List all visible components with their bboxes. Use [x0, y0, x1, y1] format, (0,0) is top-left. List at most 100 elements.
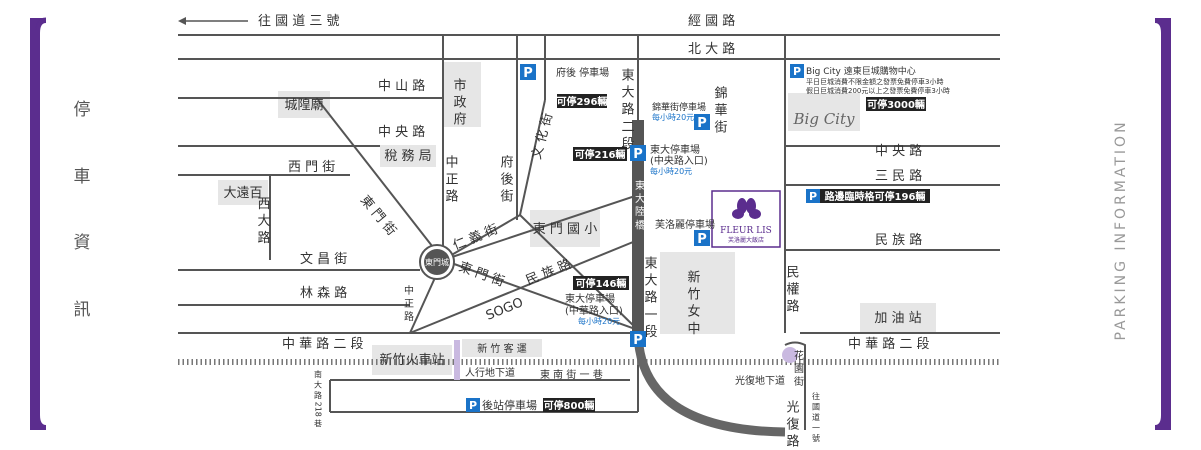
road-zhonghua-right: 中 華 路 二 段: [848, 336, 930, 352]
svg-text:P: P: [793, 65, 801, 78]
road-dongmen-lower: 東 門 街: [457, 259, 507, 290]
side-title-3: 資: [74, 233, 91, 253]
road-dongda-upper: 東 大 路 二 段: [619, 67, 635, 150]
to-sanchong-label: 往 國 道 三 號: [258, 14, 340, 29]
left-panel: 停 車 資 訊: [30, 18, 91, 430]
place-girls-school: 新 竹 女 中: [685, 269, 701, 334]
place-shuiwu: 稅 務 局: [384, 149, 431, 164]
road-ximen: 西 門 街: [288, 160, 335, 175]
road-sanmin: 三 民 路: [875, 168, 922, 184]
road-zhongzheng-upper: 中 正 路: [443, 155, 459, 203]
road-guangfu: 光 復 路: [784, 400, 800, 448]
dongda2-entry: (中華路入口): [565, 304, 623, 317]
place-bus: 新 竹 客 運: [477, 342, 527, 355]
road-huayuan: 花 園 街: [792, 349, 804, 387]
place-underpass2: 光復地下道: [735, 374, 785, 387]
road-minzu-right: 民 族 路: [875, 232, 922, 248]
road-fuhou: 府 後 街: [498, 155, 514, 203]
road-beida: 北 大 路: [688, 41, 735, 57]
fuhou-cap: 可停296輛: [557, 95, 608, 108]
svg-text:P: P: [697, 116, 707, 131]
block-girls-school: [660, 252, 735, 334]
svg-text:P: P: [809, 190, 817, 203]
block-dayuanbai: [218, 180, 268, 205]
jinhua-name: 錦華街停車場: [652, 101, 706, 113]
side-title-4: 訊: [74, 300, 91, 320]
road-zhonghua-left: 中 華 路 二 段: [282, 336, 364, 352]
road-dongnan: 東 南 街 一 巷: [540, 368, 603, 381]
bigcity-holiday: 假日巨城消費200元以上之發票免費停車3小時: [806, 86, 950, 95]
road-nanda: 南 大 路 218 巷: [314, 369, 323, 427]
p-icon: [630, 331, 646, 347]
dongmencheng-label: 東門城: [425, 257, 449, 267]
p-icon: [694, 230, 710, 246]
bigcity-cap: 可停3000輛: [867, 98, 925, 111]
p-icon: [466, 398, 480, 412]
road-minquan: 民 權 路: [784, 265, 800, 313]
p-icon: [520, 64, 536, 80]
p-icon: [790, 64, 804, 78]
side-title-1: 停: [74, 100, 91, 120]
road-zhongshan: 中 山 路: [378, 78, 425, 94]
side-english: PARKING INFORMATION: [1113, 119, 1129, 340]
block-bus: [462, 339, 542, 357]
road-dongmen-upper: 東 門 街: [357, 192, 400, 238]
hotel-fleur-lis: FLEUR LIS 芙洛麗大飯店: [711, 190, 781, 248]
road-to-guodao1: 往 國 道 一 號: [812, 391, 821, 443]
dongda-name: 東大停車場: [650, 143, 700, 156]
place-dayuanbai: 大遠百: [223, 186, 262, 201]
place-station: 新竹火車站: [379, 352, 444, 368]
svg-text:P: P: [633, 147, 643, 162]
back-station-name: 後站停車場: [482, 398, 537, 412]
block-shizhengfu: [443, 62, 481, 127]
right-panel: PARKING INFORMATION: [1113, 18, 1171, 430]
road-linsen: 林 森 路: [300, 285, 347, 301]
block-shuiwu: [380, 145, 436, 167]
road-zhongyang-right: 中 央 路: [875, 143, 922, 159]
place-chenghuang: 城隍廟: [284, 97, 323, 113]
svg-text:P: P: [633, 333, 643, 348]
hotel-name: FLEUR LIS: [720, 226, 772, 236]
place-shizhengfu: 市 政 府: [451, 77, 467, 126]
road-curve: [633, 329, 786, 437]
map-blocks: [218, 62, 936, 375]
road-zhongzheng-lower: 中 正 路: [402, 284, 414, 322]
back-station-cap: 可停800輛: [544, 399, 595, 412]
road-jingguo: 經 國 路: [688, 13, 735, 29]
svg-text:P: P: [523, 66, 533, 81]
road-zhongyang-left: 中 央 路: [378, 124, 425, 140]
place-underpass1: 人行地下道: [465, 366, 515, 379]
hotel-sub: 芙洛麗大飯店: [728, 236, 764, 244]
road-wenhua: 文 化 街: [529, 111, 556, 161]
svg-text:P: P: [469, 399, 477, 412]
fleur-parking-name: 芙洛麗停車場: [655, 218, 715, 231]
dongda2-name: 東大停車場: [565, 292, 615, 305]
place-dongmen-school: 東 門 國 小: [533, 221, 597, 237]
road-jinhua: 錦 華 街: [712, 85, 728, 133]
dongda2-cap: 可停146輛: [576, 277, 627, 290]
road-dongda-bridge: 東 大 陸 橋: [633, 179, 645, 231]
parking-markers: P 府後 停車場 可停296輛 錦華街停車場 每小時20元 P 可停216輛 P…: [466, 64, 950, 412]
block-bigcity: [788, 93, 860, 131]
dongda-cap: 可停216輛: [575, 148, 626, 161]
bigcity-logo: Big City: [793, 110, 855, 128]
road-wenchang: 文 昌 街: [300, 252, 347, 267]
road-xida: 西 大 路: [255, 196, 271, 244]
fuhou-name: 府後 停車場: [556, 66, 609, 79]
roadside-cap: 路邊臨時格可停196輛: [825, 190, 926, 203]
bigcity-weekday: 平日巨城消費不限金額之發票免費停車3小時: [806, 77, 943, 86]
road-minzu-mid: 民 族 路: [524, 256, 574, 289]
road-dongda-lower: 東 大 路 一 段: [642, 255, 658, 338]
p-icon: [806, 189, 820, 203]
side-title-2: 車: [74, 167, 91, 187]
block-gas: [860, 303, 936, 333]
dongda-entry: (中央路入口): [650, 154, 708, 167]
block-dongmen-school: [530, 210, 600, 247]
p-icon: [630, 145, 646, 161]
bigcity-title: Big City 遠東巨城購物中心: [806, 65, 916, 77]
dongda-rate: 每小時20元: [650, 166, 692, 176]
p-icon: [694, 114, 710, 130]
jinhua-rate: 每小時20元: [652, 112, 694, 122]
dongda2-rate: 每小時20元: [578, 316, 620, 326]
